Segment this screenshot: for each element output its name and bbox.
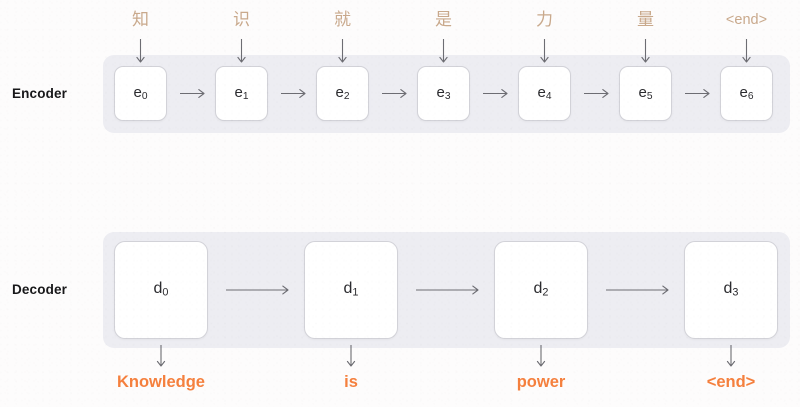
encoder-cell-base-6: e — [739, 83, 748, 101]
encoder-cell-4[interactable]: e4 — [518, 66, 571, 121]
decoder-output-arrow-3-head — [726, 360, 736, 367]
decoder-output-token-2: power — [516, 373, 566, 391]
decoder-cell-subscript-1: 1 — [352, 286, 359, 299]
decoder-cell-subscript-0: 0 — [162, 286, 169, 299]
decoder-row-label: Decoder — [12, 282, 68, 297]
decoder-output-arrow-1-head — [346, 360, 356, 367]
encoder-input-token-5: 量 — [637, 10, 654, 29]
encoder-cell-label-2: e2 — [335, 85, 349, 102]
encoder-cell-base-0: e — [133, 83, 142, 101]
encoder-cell-label-6: e6 — [739, 85, 753, 102]
encoder-cell-base-1: e — [234, 83, 243, 101]
decoder-cell-0[interactable]: d0 — [114, 241, 208, 339]
encoder-cell-3[interactable]: e3 — [417, 66, 470, 121]
encoder-cell-base-3: e — [436, 83, 445, 101]
encoder-input-token-6: <end> — [725, 12, 768, 28]
decoder-cell-base-1: d — [343, 280, 353, 298]
encoder-cell-subscript-1: 1 — [242, 91, 249, 103]
encoder-input-token-3: 是 — [435, 10, 452, 29]
encoder-cell-label-4: e4 — [537, 85, 551, 102]
decoder-cell-subscript-2: 2 — [542, 286, 549, 299]
encoder-cell-subscript-5: 5 — [646, 91, 653, 103]
encoder-cell-6[interactable]: e6 — [720, 66, 773, 121]
encoder-cell-label-3: e3 — [436, 85, 450, 102]
encoder-cell-subscript-4: 4 — [545, 91, 552, 103]
encoder-cell-label-1: e1 — [234, 85, 248, 102]
encoder-input-token-0: 知 — [132, 10, 149, 29]
encoder-input-token-4: 力 — [536, 10, 553, 29]
decoder-cell-base-3: d — [723, 280, 733, 298]
encoder-cell-base-2: e — [335, 83, 344, 101]
encoder-row-label: Encoder — [12, 86, 68, 101]
encoder-cell-0[interactable]: e0 — [114, 66, 167, 121]
encoder-cell-1[interactable]: e1 — [215, 66, 268, 121]
encoder-cell-2[interactable]: e2 — [316, 66, 369, 121]
encoder-cell-label-0: e0 — [133, 85, 147, 102]
encoder-input-token-2: 就 — [334, 10, 351, 29]
encoder-cell-subscript-2: 2 — [343, 91, 350, 103]
decoder-cell-2[interactable]: d2 — [494, 241, 588, 339]
decoder-cell-3[interactable]: d3 — [684, 241, 778, 339]
encoder-cell-label-5: e5 — [638, 85, 652, 102]
decoder-cell-label-0: d0 — [154, 281, 169, 298]
decoder-cell-label-2: d2 — [534, 281, 549, 298]
encoder-cell-subscript-6: 6 — [747, 91, 754, 103]
decoder-cell-base-2: d — [533, 280, 543, 298]
encoder-cell-base-4: e — [537, 83, 546, 101]
encoder-input-token-1: 识 — [233, 10, 250, 29]
decoder-output-arrow-0-head — [156, 360, 166, 367]
decoder-output-token-1: is — [344, 373, 358, 391]
encoder-cell-5[interactable]: e5 — [619, 66, 672, 121]
encoder-cell-subscript-3: 3 — [444, 91, 451, 103]
encoder-cell-base-5: e — [638, 83, 647, 101]
decoder-output-token-0: Knowledge — [116, 373, 205, 391]
encoder-cell-subscript-0: 0 — [141, 91, 148, 103]
decoder-cell-label-3: d3 — [724, 281, 739, 298]
decoder-cell-base-0: d — [153, 280, 163, 298]
decoder-output-token-3: <end> — [706, 373, 756, 391]
decoder-cell-label-1: d1 — [344, 281, 359, 298]
decoder-cell-subscript-3: 3 — [732, 286, 739, 299]
decoder-cell-1[interactable]: d1 — [304, 241, 398, 339]
decoder-output-arrow-2-head — [536, 360, 546, 367]
